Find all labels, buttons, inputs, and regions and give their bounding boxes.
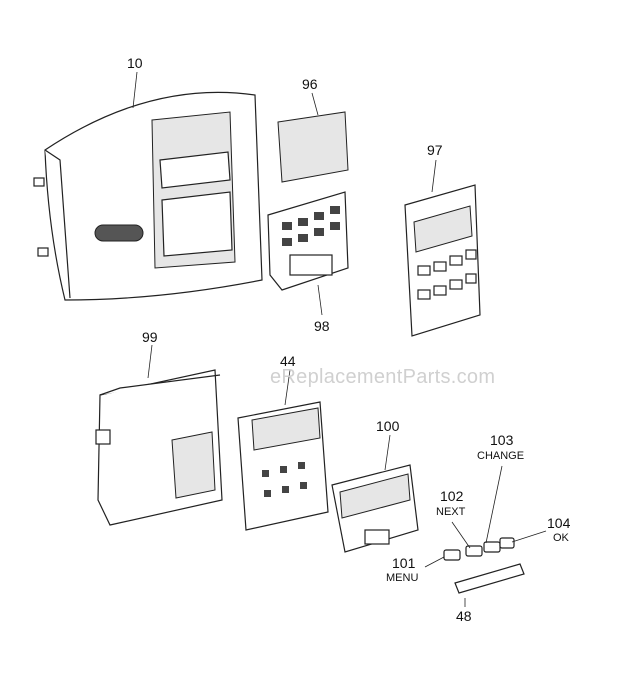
- label-102: 102: [440, 488, 464, 504]
- label-48: 48: [456, 608, 472, 624]
- part-10-front-cover: [33, 71, 263, 301]
- part-96-window: [277, 92, 349, 183]
- label-104: 104: [547, 515, 571, 531]
- label-98: 98: [314, 318, 330, 334]
- label-97: 97: [427, 142, 443, 158]
- label-44: 44: [280, 353, 296, 369]
- part-44-circuit-board: [237, 369, 329, 531]
- part-98-keypad-overlay: [267, 191, 349, 316]
- label-96: 96: [302, 76, 318, 92]
- label-100: 100: [376, 418, 400, 434]
- label-99: 99: [142, 329, 158, 345]
- label-101: 101: [392, 555, 416, 571]
- label-10: 10: [127, 55, 143, 71]
- label-103: 103: [490, 432, 514, 448]
- label-101-menu: MENU: [386, 572, 419, 584]
- label-102-next: NEXT: [436, 506, 466, 518]
- label-103-change: CHANGE: [477, 450, 525, 462]
- part-48-button-strip: [454, 563, 525, 607]
- part-99-back-housing: [95, 344, 223, 526]
- label-104-ok: OK: [553, 532, 569, 544]
- parts-101-104-buttons: [424, 465, 547, 568]
- part-100-button-holder: [331, 434, 419, 553]
- watermark: eReplacementParts.com: [270, 366, 496, 388]
- part-97-faceplate: [404, 159, 481, 337]
